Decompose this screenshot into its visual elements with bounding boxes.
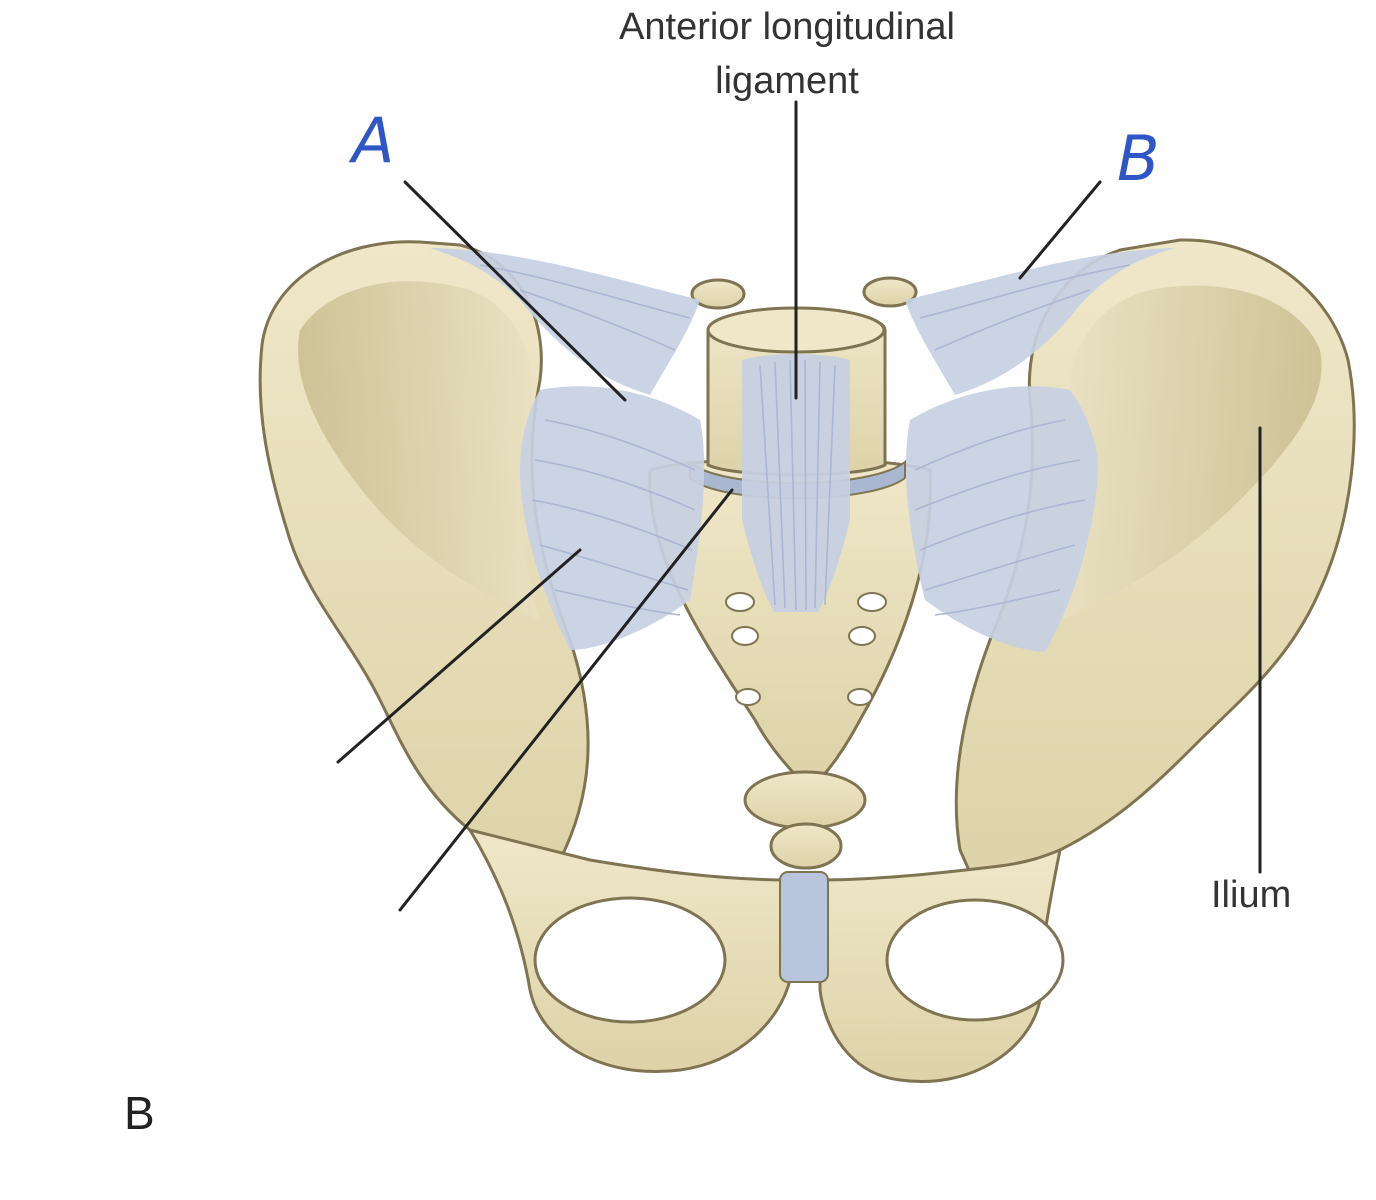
anterior-longitudinal-label-line2: ligament [715,60,859,102]
leader-line-unlabeled-2 [398,488,734,912]
leader-line-unlabeled-1 [336,548,582,764]
left-iliac-fossa [298,281,540,620]
ligament-fibers [479,264,1131,616]
coccyx-segment [743,770,867,830]
right-iliolumbar-ligament [905,248,1175,395]
transverse-process [862,276,918,308]
sacral-foramen [725,592,755,612]
leader-lines [336,100,1262,912]
sacral-foramen [847,688,873,706]
sacral-foramen [735,688,761,706]
leader-line-a [403,180,627,402]
pubic-symphysis [779,871,829,983]
sacral-foramen [857,592,887,612]
right-obturator-foramen [885,898,1065,1022]
sacral-foramen [731,626,759,646]
ilium-label: Ilium [1211,874,1292,916]
right-iliac-fossa [1060,285,1322,620]
anterior-longitudinal-label-line1: Anterior longitudinal [619,6,955,48]
handwritten-label-a: A [352,104,395,177]
sacral-foramen [848,626,876,646]
transverse-process [690,278,746,310]
panel-label: B [124,1087,155,1139]
handwritten-label-b: B [1117,122,1160,195]
leader-line-b [1018,180,1102,280]
coccyx-segment [769,822,843,870]
anterior-longitudinal-ligament [742,354,850,612]
left-iliolumbar-ligament [430,248,700,395]
left-obturator-foramen [533,896,727,1024]
